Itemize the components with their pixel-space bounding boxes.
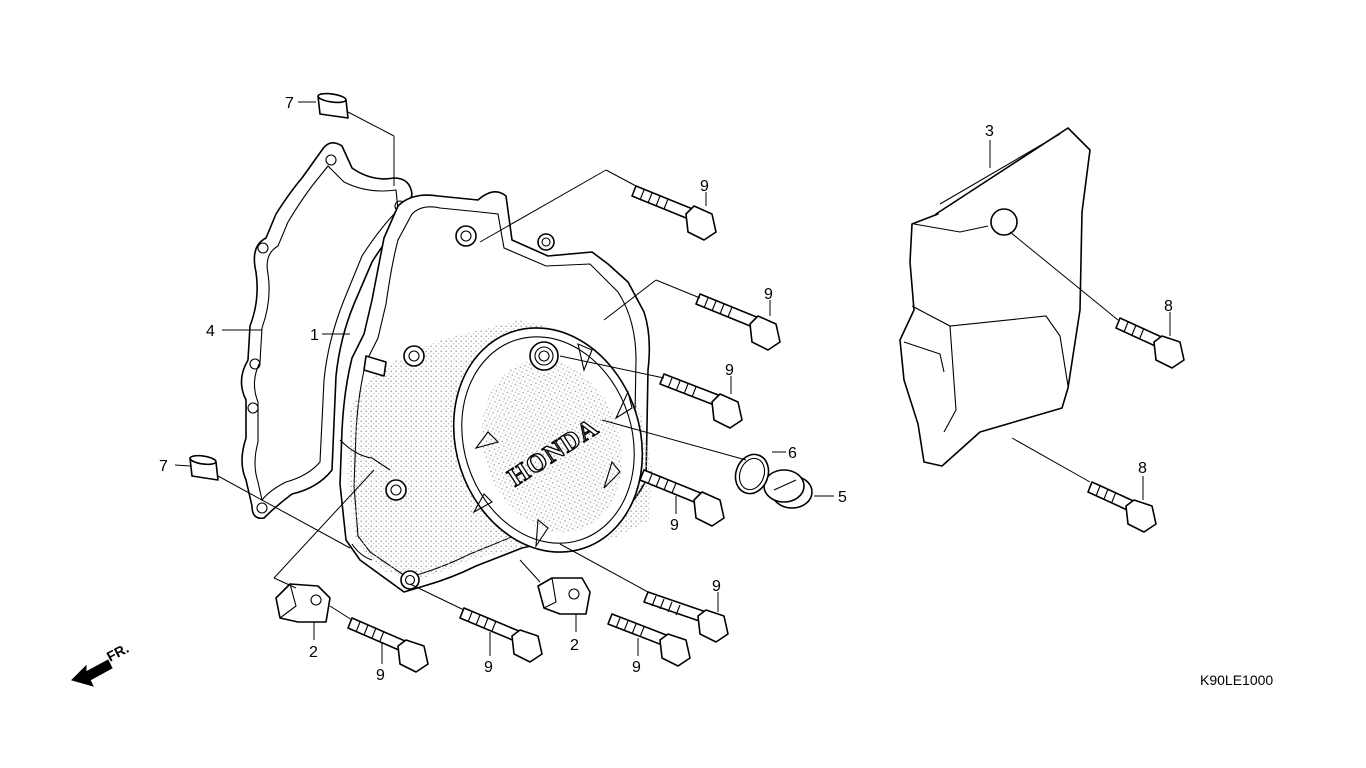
bolt-9-bottom-right-lower[interactable] bbox=[607, 613, 691, 667]
bolt-9-bottom-right-upper[interactable] bbox=[643, 591, 729, 643]
callout-6: 6 bbox=[788, 445, 797, 462]
oil-filler-cap-part-5[interactable] bbox=[763, 469, 813, 509]
callout-8-upper: 8 bbox=[1164, 298, 1173, 315]
callout-9-bottom-right-upper: 9 bbox=[712, 578, 721, 595]
callout-9-lower-right: 9 bbox=[670, 517, 679, 534]
callout-1: 1 bbox=[310, 327, 319, 344]
callout-9-upper-right: 9 bbox=[764, 286, 773, 303]
clamp-part-2-left[interactable] bbox=[275, 583, 331, 623]
dowel-pin-upper[interactable] bbox=[317, 92, 349, 119]
bolt-9-middle-right[interactable] bbox=[659, 373, 743, 429]
bolt-8-upper[interactable] bbox=[1115, 317, 1185, 369]
callout-4: 4 bbox=[206, 323, 215, 340]
sprocket-cover-part-3[interactable] bbox=[899, 127, 1091, 467]
bolt-9-upper-right[interactable] bbox=[695, 293, 781, 351]
callout-3: 3 bbox=[985, 123, 994, 140]
diagram-code: K90LE1000 bbox=[1200, 672, 1273, 688]
callout-9-bottom-center: 9 bbox=[484, 659, 493, 676]
front-direction-arrow: FR. bbox=[71, 640, 131, 687]
callout-8-lower: 8 bbox=[1138, 460, 1147, 477]
dowel-pin-lower[interactable] bbox=[189, 454, 219, 481]
callout-9-top: 9 bbox=[700, 178, 709, 195]
bolt-9-bottom-left[interactable] bbox=[347, 617, 429, 673]
callout-labels: 1 2 2 3 4 5 6 7 7 8 8 9 9 9 9 9 9 9 9 bbox=[159, 95, 1173, 684]
callout-7-lower: 7 bbox=[159, 458, 168, 475]
callout-2-right: 2 bbox=[570, 637, 579, 654]
o-ring-part-6[interactable] bbox=[730, 450, 774, 499]
callout-7-upper: 7 bbox=[285, 95, 294, 112]
callout-5: 5 bbox=[838, 489, 847, 506]
bolt-8-lower[interactable] bbox=[1087, 481, 1157, 533]
callout-9-bottom-right-lower: 9 bbox=[632, 659, 641, 676]
callout-9-middle-right: 9 bbox=[725, 362, 734, 379]
callout-2-left: 2 bbox=[309, 644, 318, 661]
bolt-9-top[interactable] bbox=[631, 185, 717, 241]
crankcase-cover-part-1[interactable] bbox=[339, 191, 671, 593]
bolt-9-bottom-center[interactable] bbox=[459, 607, 543, 663]
bolt-9-lower-right[interactable] bbox=[639, 469, 725, 527]
callout-9-bottom-left: 9 bbox=[376, 667, 385, 684]
leader-lines bbox=[174, 101, 1171, 664]
clamp-part-2-right[interactable] bbox=[537, 577, 591, 615]
